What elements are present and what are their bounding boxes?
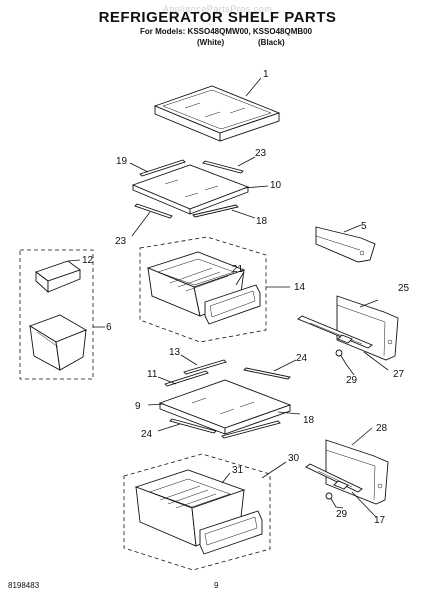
callout-23b: 23: [115, 236, 127, 247]
callout-13: 13: [169, 347, 181, 358]
page-number: 9: [214, 581, 219, 590]
watermark: AppliancePartsPros.com: [162, 4, 273, 14]
callout-17: 17: [374, 515, 386, 526]
color-black-label: (Black): [258, 38, 285, 47]
callout-31: 31: [232, 465, 244, 476]
part-18-trim: [192, 204, 239, 218]
callout-25: 25: [398, 283, 410, 294]
part-25-bracket: [336, 295, 399, 361]
callout-18b: 18: [303, 415, 315, 426]
callout-29b: 29: [336, 509, 348, 520]
callout-11: 11: [147, 369, 158, 380]
callout-12: 12: [82, 255, 94, 266]
part-31-drawer-front: [199, 510, 263, 555]
models-line: For Models: KSSO48QMW00, KSSO48QMB00: [140, 27, 313, 36]
part-29-screw: [335, 349, 347, 365]
part-27-rail: [297, 315, 373, 349]
part-5-end-cap: [315, 226, 376, 263]
callout-30: 30: [288, 453, 300, 464]
part-17-rail: [305, 463, 363, 493]
part-23-trim-top: [202, 160, 244, 174]
page-title: REFRIGERATOR SHELF PARTS: [98, 9, 337, 26]
part-18-trim-lower: [221, 420, 281, 439]
callout-9: 9: [135, 401, 141, 412]
callout-29a: 29: [346, 375, 358, 386]
callout-18a: 18: [256, 216, 268, 227]
callout-27: 27: [393, 369, 405, 380]
callout-5: 5: [361, 221, 367, 232]
callout-6: 6: [106, 322, 112, 333]
callout-19: 19: [116, 156, 128, 167]
callout-10: 10: [270, 180, 282, 191]
callout-14: 14: [294, 282, 306, 293]
part-19-trim: [139, 159, 186, 177]
part-28-bracket: [325, 439, 389, 505]
part-21-drawer-front: [204, 284, 261, 325]
callout-21: 21: [232, 264, 244, 275]
part-29-screw-lower: [325, 492, 337, 508]
group-box-30: [123, 453, 271, 571]
part-6-bin: [28, 314, 88, 371]
doc-number: 8198483: [8, 581, 40, 590]
group-box-14: [139, 236, 267, 343]
part-12-lid: [35, 260, 81, 294]
part-1-glass-shelf: [153, 85, 281, 142]
part-9-glass-shelf: [158, 379, 292, 435]
callout-28: 28: [376, 423, 388, 434]
part-24-trim-bottom: [169, 418, 217, 434]
part-13-trim: [183, 359, 227, 375]
color-white-label: (White): [197, 38, 225, 47]
part-10-glass-shelf: [131, 164, 250, 215]
callout-24a: 24: [296, 353, 308, 364]
part-11-trim: [164, 370, 209, 387]
callout-1: 1: [263, 69, 269, 80]
callout-23a: 23: [255, 148, 267, 159]
group-box-left: [19, 249, 94, 380]
callout-24b: 24: [141, 429, 153, 440]
part-24-trim-top: [243, 367, 291, 380]
part-23-trim-bottom: [134, 203, 173, 219]
